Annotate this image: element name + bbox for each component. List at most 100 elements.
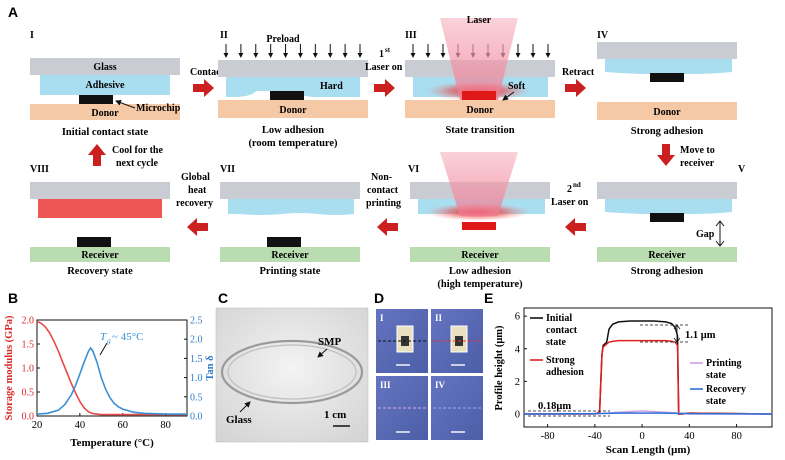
preload-label: Preload: [266, 34, 300, 45]
arrow-cool-next-cycle: Cool for the next cycle: [88, 144, 163, 169]
arrow-global-heat-recovery: Global heat recovery: [176, 172, 213, 236]
stage-2-caption-2: (room temperature): [248, 138, 338, 149]
stage-3-numeral: III: [405, 30, 417, 41]
laser-beam: [440, 18, 518, 100]
preload-arrowhead: [268, 53, 274, 58]
y-right-tick-label: 1.5: [190, 354, 203, 365]
tile-4-label: IV: [435, 380, 446, 390]
soft-pointer: [502, 91, 515, 101]
preload-arrowhead: [283, 53, 289, 58]
glass-layer: [220, 182, 360, 199]
microchip-heated: [462, 222, 496, 230]
chart-e-legend: Initial contact state Strong adhesion Pr…: [530, 313, 746, 407]
stage-1-caption: Initial contact state: [62, 127, 149, 138]
stage-2-caption: Low adhesion: [262, 125, 324, 136]
stage-8-numeral: VIII: [30, 164, 49, 175]
legend-initial-3: state: [546, 337, 567, 348]
y-right-tick-label: 2.5: [190, 316, 203, 327]
glass-layer: [597, 42, 737, 59]
receiver-layer: [597, 247, 737, 262]
receiver-label: Receiver: [648, 250, 686, 261]
x-tick-label: 0: [639, 431, 644, 442]
microchip: [650, 73, 684, 82]
microchip-pointer: [115, 99, 136, 109]
donor-label: Donor: [279, 105, 307, 116]
preload-arrowhead: [410, 53, 416, 58]
donor-label: Donor: [91, 108, 119, 119]
adhesive-layer: [605, 199, 732, 214]
microscopy-grid: I II III IV: [376, 309, 483, 440]
adhesive-recovered: [38, 199, 162, 218]
glass-layer: [30, 58, 180, 75]
cool-label-2: next cycle: [116, 158, 158, 169]
chart-b-ylabel-right: Tan δ: [205, 355, 216, 381]
stage-7-caption: Printing state: [260, 266, 321, 277]
red-arrow-right: [193, 79, 214, 97]
receiver-layer: [220, 247, 360, 262]
y-left-tick-label: 1.5: [22, 340, 35, 351]
profile-strong-adhesion: [524, 339, 773, 415]
smp-label: SMP: [318, 336, 342, 348]
adhesive-layer: [226, 77, 360, 97]
preload-arrowhead: [223, 53, 229, 58]
x-tick-label: 40: [684, 431, 695, 442]
tg-annotation-rest: ~ 45°C: [112, 331, 143, 343]
stage-8: VIII Receiver Recovery state: [30, 164, 170, 277]
red-arrow-left: [377, 218, 398, 236]
laser-label: Laser: [467, 15, 492, 26]
donor-layer: [597, 102, 737, 120]
receiver-layer: [30, 247, 170, 262]
panel-c-letter: C: [218, 290, 228, 306]
y-left-tick-label: 0.0: [22, 412, 35, 423]
donor-label: Donor: [653, 107, 681, 118]
x-tick-label: 80: [731, 431, 742, 442]
gap-label: Gap: [696, 229, 715, 240]
stage-1: I Glass Adhesive Donor Microchip Initial…: [30, 30, 181, 138]
move-label-1: Move to: [680, 145, 715, 156]
noncontact-1: Non-: [371, 172, 392, 183]
stage-8-caption: Recovery state: [67, 266, 133, 277]
stage-3-caption: State transition: [445, 125, 514, 136]
legend-recovery-1: Recovery: [706, 384, 746, 395]
arrow-laser-on-2: 2 nd Laser on: [551, 181, 589, 236]
glass-layer: [218, 60, 368, 77]
preload-arrowhead: [253, 53, 259, 58]
x-tick-label: -40: [588, 431, 602, 442]
laser-on-1-num: 1: [379, 49, 384, 60]
stage-6: VI Receiver Low adhesion (high temperatu…: [408, 152, 550, 290]
adhesive-label: Adhesive: [86, 80, 125, 91]
cool-label-1: Cool for the: [112, 145, 163, 156]
stage-4-numeral: IV: [597, 30, 609, 41]
preload-arrows: [223, 44, 363, 58]
x-tick-label: -80: [541, 431, 555, 442]
stage-7-numeral: VII: [220, 164, 235, 175]
arrow-move-to-receiver: Move to receiver: [657, 144, 715, 169]
microchip: [79, 95, 113, 104]
preload-arrowhead: [312, 53, 318, 58]
laser-on-2-sup: nd: [573, 181, 581, 189]
preload-arrowhead: [530, 53, 536, 58]
tg-annotation-t: T: [100, 331, 107, 343]
tg-pointer: [99, 342, 108, 356]
stage-1-numeral: I: [30, 30, 34, 41]
glass-layer: [597, 182, 737, 199]
stage-7: VII Receiver Printing state: [220, 164, 360, 277]
microchip-label: Microchip: [136, 103, 181, 114]
preload-arrowhead: [238, 53, 244, 58]
global-2: heat: [188, 185, 207, 196]
preload-arrowhead: [342, 53, 348, 58]
stage-5-caption: Strong adhesion: [631, 266, 704, 277]
preload-arrowhead: [357, 53, 363, 58]
move-label-2: receiver: [680, 158, 715, 169]
x-tick-label: 80: [160, 420, 171, 431]
gap-arrow-up: [715, 220, 725, 227]
y-right-tick-label: 0.0: [190, 412, 203, 423]
red-arrow-left: [565, 218, 586, 236]
retract-label: Retract: [562, 67, 595, 78]
laser-on-1-label: Laser on: [365, 62, 403, 73]
noncontact-2: contact: [367, 185, 399, 196]
y-left-tick-label: 1.0: [22, 364, 35, 375]
legend-strong-2: adhesion: [546, 367, 584, 378]
x-tick-label: 40: [75, 420, 86, 431]
